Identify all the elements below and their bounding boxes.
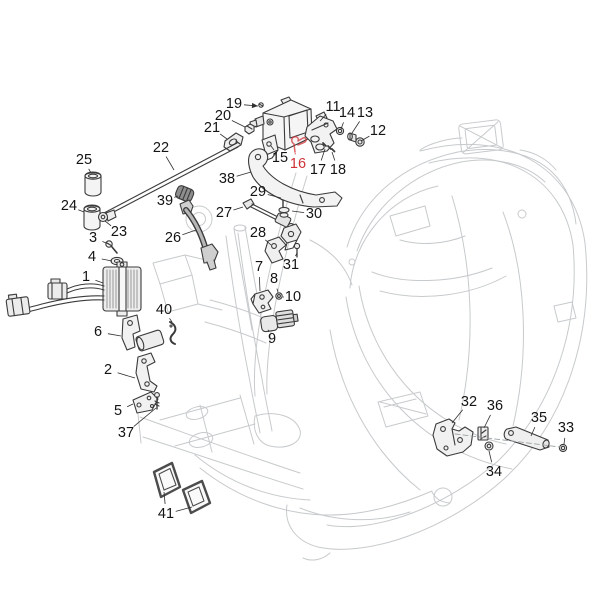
callout-33: 33 xyxy=(557,419,575,436)
callout-27: 27 xyxy=(215,204,233,221)
callout-8: 8 xyxy=(269,270,279,287)
bracket-28 xyxy=(264,236,287,264)
callout-28: 28 xyxy=(249,224,267,241)
nut-34 xyxy=(484,441,494,451)
rod-22 xyxy=(103,140,241,217)
callout-11: 11 xyxy=(325,98,341,115)
callout-39: 39 xyxy=(156,192,174,209)
callout-15: 15 xyxy=(271,149,289,166)
sleeve-24 xyxy=(83,204,101,231)
callout-12: 12 xyxy=(369,122,387,139)
callout-24: 24 xyxy=(60,197,78,214)
spark-plug-cap-39 xyxy=(174,185,195,203)
callout-9: 9 xyxy=(267,330,277,347)
callout-4: 4 xyxy=(87,248,97,265)
chassis-frame-drawing xyxy=(137,119,588,561)
washer-14 xyxy=(335,126,345,136)
spark-plug-cable-26 xyxy=(179,199,219,271)
callout-37: 37 xyxy=(117,424,135,441)
ignition-coil xyxy=(249,96,313,151)
screws-17-18 xyxy=(322,142,336,153)
bracket-2 xyxy=(135,352,158,393)
mount-bracket-38 xyxy=(248,148,343,208)
bracket-11 xyxy=(304,111,338,154)
highlight-clip-16 xyxy=(291,136,307,153)
callout-16: 16 xyxy=(289,155,307,172)
callout-20: 20 xyxy=(214,107,232,124)
pin-20 xyxy=(244,123,255,135)
callout-21: 21 xyxy=(203,119,221,136)
rubber-pads-41 xyxy=(152,461,212,515)
ring-33 xyxy=(558,443,568,453)
bracket-32 xyxy=(432,418,474,457)
leader-lines xyxy=(78,102,566,512)
clip-40 xyxy=(169,321,177,345)
callout-6: 6 xyxy=(93,323,103,340)
regulator-cable-upper xyxy=(47,278,105,300)
regulator-cable-lower xyxy=(5,293,105,317)
elbow-23 xyxy=(97,209,117,223)
callout-31: 31 xyxy=(282,256,300,273)
callout-25: 25 xyxy=(75,151,93,168)
callout-19: 19 xyxy=(225,95,243,112)
horn-9 xyxy=(260,309,299,333)
callout-30: 30 xyxy=(305,205,323,222)
callout-23: 23 xyxy=(110,223,128,240)
callout-3: 3 xyxy=(88,229,98,246)
callout-38: 38 xyxy=(218,170,236,187)
callout-10: 10 xyxy=(284,288,302,305)
callout-2: 2 xyxy=(103,361,113,378)
screw-3 xyxy=(105,240,118,254)
callout-18: 18 xyxy=(329,161,347,178)
bracket-7 xyxy=(250,289,274,314)
callout-22: 22 xyxy=(152,139,170,156)
washer-8-10 xyxy=(275,292,283,300)
callout-34: 34 xyxy=(485,463,503,480)
callout-36: 36 xyxy=(486,397,504,414)
sleeve-25 xyxy=(84,171,102,197)
callout-29: 29 xyxy=(249,183,267,200)
washers-30 xyxy=(278,206,290,218)
assembly-axis-dashed xyxy=(454,433,561,448)
callout-5: 5 xyxy=(113,402,123,419)
callout-40: 40 xyxy=(155,301,173,318)
bolt-31 xyxy=(293,242,301,258)
knuckle-30 xyxy=(280,223,302,251)
callout-7: 7 xyxy=(254,258,264,275)
voltage-regulator-1 xyxy=(102,261,142,317)
callout-32: 32 xyxy=(460,393,478,410)
callout-35: 35 xyxy=(530,409,548,426)
callout-17: 17 xyxy=(309,161,327,178)
callout-13: 13 xyxy=(356,104,374,121)
callout-41: 41 xyxy=(157,505,175,522)
callout-14: 14 xyxy=(338,104,356,121)
screw-37 xyxy=(154,392,160,410)
spacer-13 xyxy=(347,132,357,143)
callout-1: 1 xyxy=(81,268,91,285)
fitting-21 xyxy=(223,132,244,152)
bushing-12 xyxy=(355,137,365,147)
callout-26: 26 xyxy=(164,229,182,246)
bracket-6 xyxy=(121,314,165,352)
